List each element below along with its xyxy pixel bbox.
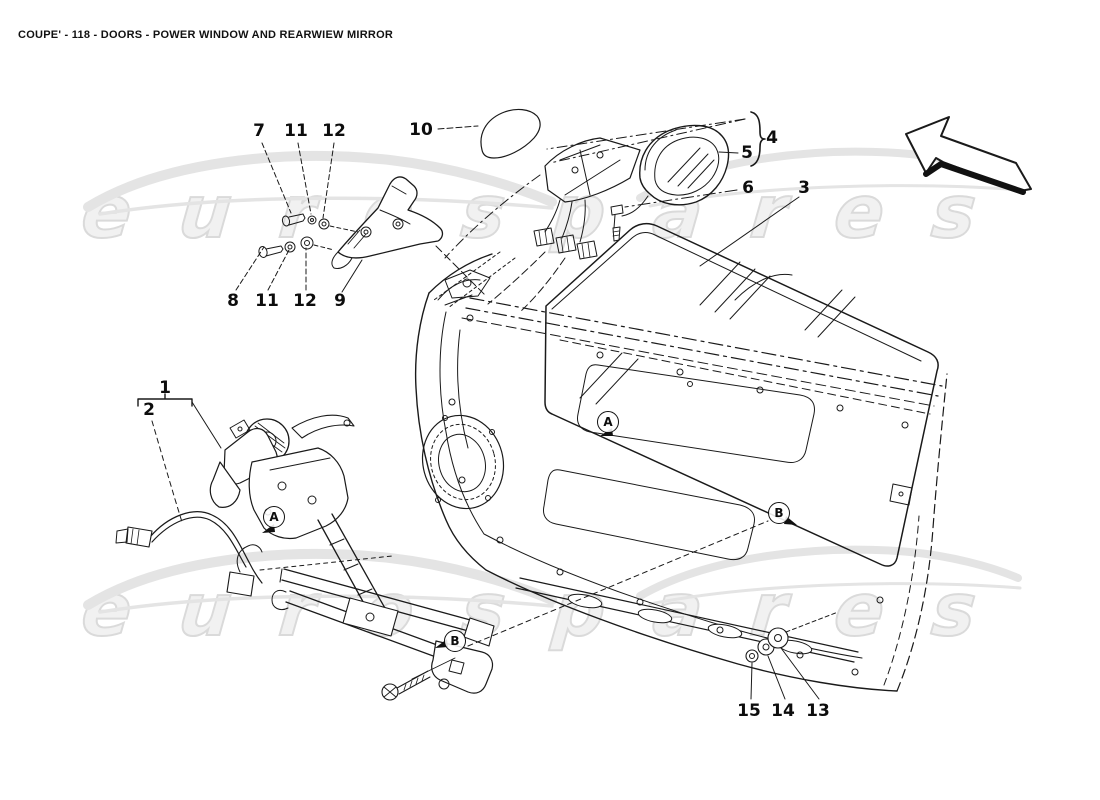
window-glass bbox=[544, 222, 939, 567]
callout-9: 9 bbox=[334, 291, 346, 311]
marker-a: A bbox=[597, 411, 619, 433]
marker-a: A bbox=[263, 506, 285, 528]
callout-11: 11 bbox=[255, 291, 279, 311]
callout-7: 7 bbox=[253, 121, 265, 141]
brace-4 bbox=[750, 111, 766, 167]
mirror-bracket bbox=[258, 176, 487, 297]
mirror-glass bbox=[654, 136, 720, 196]
callout-12: 12 bbox=[322, 121, 346, 141]
callout-10: 10 bbox=[409, 120, 433, 140]
mirror-base bbox=[544, 137, 641, 203]
door-fasteners bbox=[745, 611, 839, 663]
callout-15: 15 bbox=[737, 701, 761, 721]
regulator-cable bbox=[115, 511, 263, 584]
callout-14: 14 bbox=[771, 701, 795, 721]
callout-13: 13 bbox=[806, 701, 830, 721]
leader-lines bbox=[137, 111, 820, 700]
regulator-bolt bbox=[381, 657, 456, 701]
callout-11: 11 bbox=[284, 121, 308, 141]
regulator-connector bbox=[226, 571, 255, 597]
mirror-connectors bbox=[533, 227, 598, 260]
callout-8: 8 bbox=[227, 291, 239, 311]
callout-2: 2 bbox=[143, 400, 155, 420]
callout-5: 5 bbox=[741, 143, 753, 163]
page-title: COUPE' - 118 - DOORS - POWER WINDOW AND … bbox=[18, 29, 394, 41]
door-panel bbox=[414, 251, 948, 692]
screw-7 bbox=[281, 213, 359, 233]
callout-3: 3 bbox=[798, 178, 810, 198]
mirror-assembly bbox=[444, 124, 730, 313]
bolt-8 bbox=[258, 236, 335, 258]
callout-12: 12 bbox=[293, 291, 317, 311]
mirror-screw bbox=[610, 204, 624, 216]
callout-1: 1 bbox=[159, 378, 171, 398]
marker-b: B bbox=[768, 502, 790, 524]
callout-4: 4 bbox=[766, 128, 778, 148]
callout-6: 6 bbox=[742, 178, 754, 198]
marker-b: B bbox=[444, 630, 466, 652]
direction-arrow-icon bbox=[905, 116, 1032, 195]
mirror-gasket bbox=[480, 108, 541, 159]
